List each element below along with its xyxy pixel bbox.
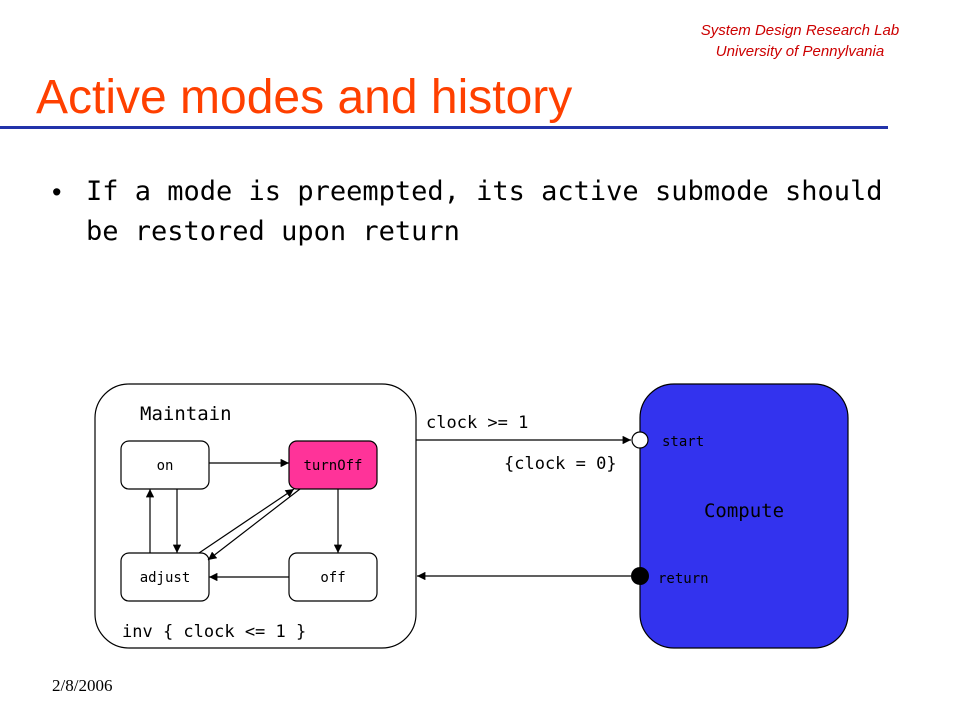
arrow-adjust-to-turnoff [198, 488, 295, 554]
bullet-item: If a mode is preempted, its active submo… [86, 172, 916, 252]
transition-reset: {clock = 0} [504, 454, 617, 474]
submode-turnoff-label: turnOff [303, 458, 362, 474]
return-label: return [658, 571, 709, 587]
title-underline [0, 126, 888, 129]
submode-off-label: off [320, 570, 345, 586]
return-point [631, 567, 649, 585]
bullet-list: If a mode is preempted, its active submo… [52, 172, 916, 252]
submode-adjust-label: adjust [140, 570, 191, 586]
submode-on [120, 440, 210, 490]
slide-date: 2/8/2006 [52, 676, 113, 695]
transition-guard: clock >= 1 [426, 413, 528, 433]
slide-title: Active modes and history [36, 71, 573, 124]
maintain-invariant: inv { clock <= 1 } [122, 622, 306, 642]
start-label: start [662, 434, 704, 450]
lab-affiliation: System Design Research Lab University of… [670, 20, 930, 62]
compute-label: Compute [704, 500, 784, 522]
submode-turnoff [288, 440, 378, 490]
lab-name: System Design Research Lab [700, 22, 900, 39]
university-name: University of Pennylvania [715, 43, 885, 60]
arrow-turnoff-to-adjust [207, 488, 301, 561]
submode-on-label: on [157, 458, 174, 474]
start-point [631, 431, 649, 449]
compute-mode [639, 383, 849, 649]
maintain-label: Maintain [140, 403, 232, 425]
